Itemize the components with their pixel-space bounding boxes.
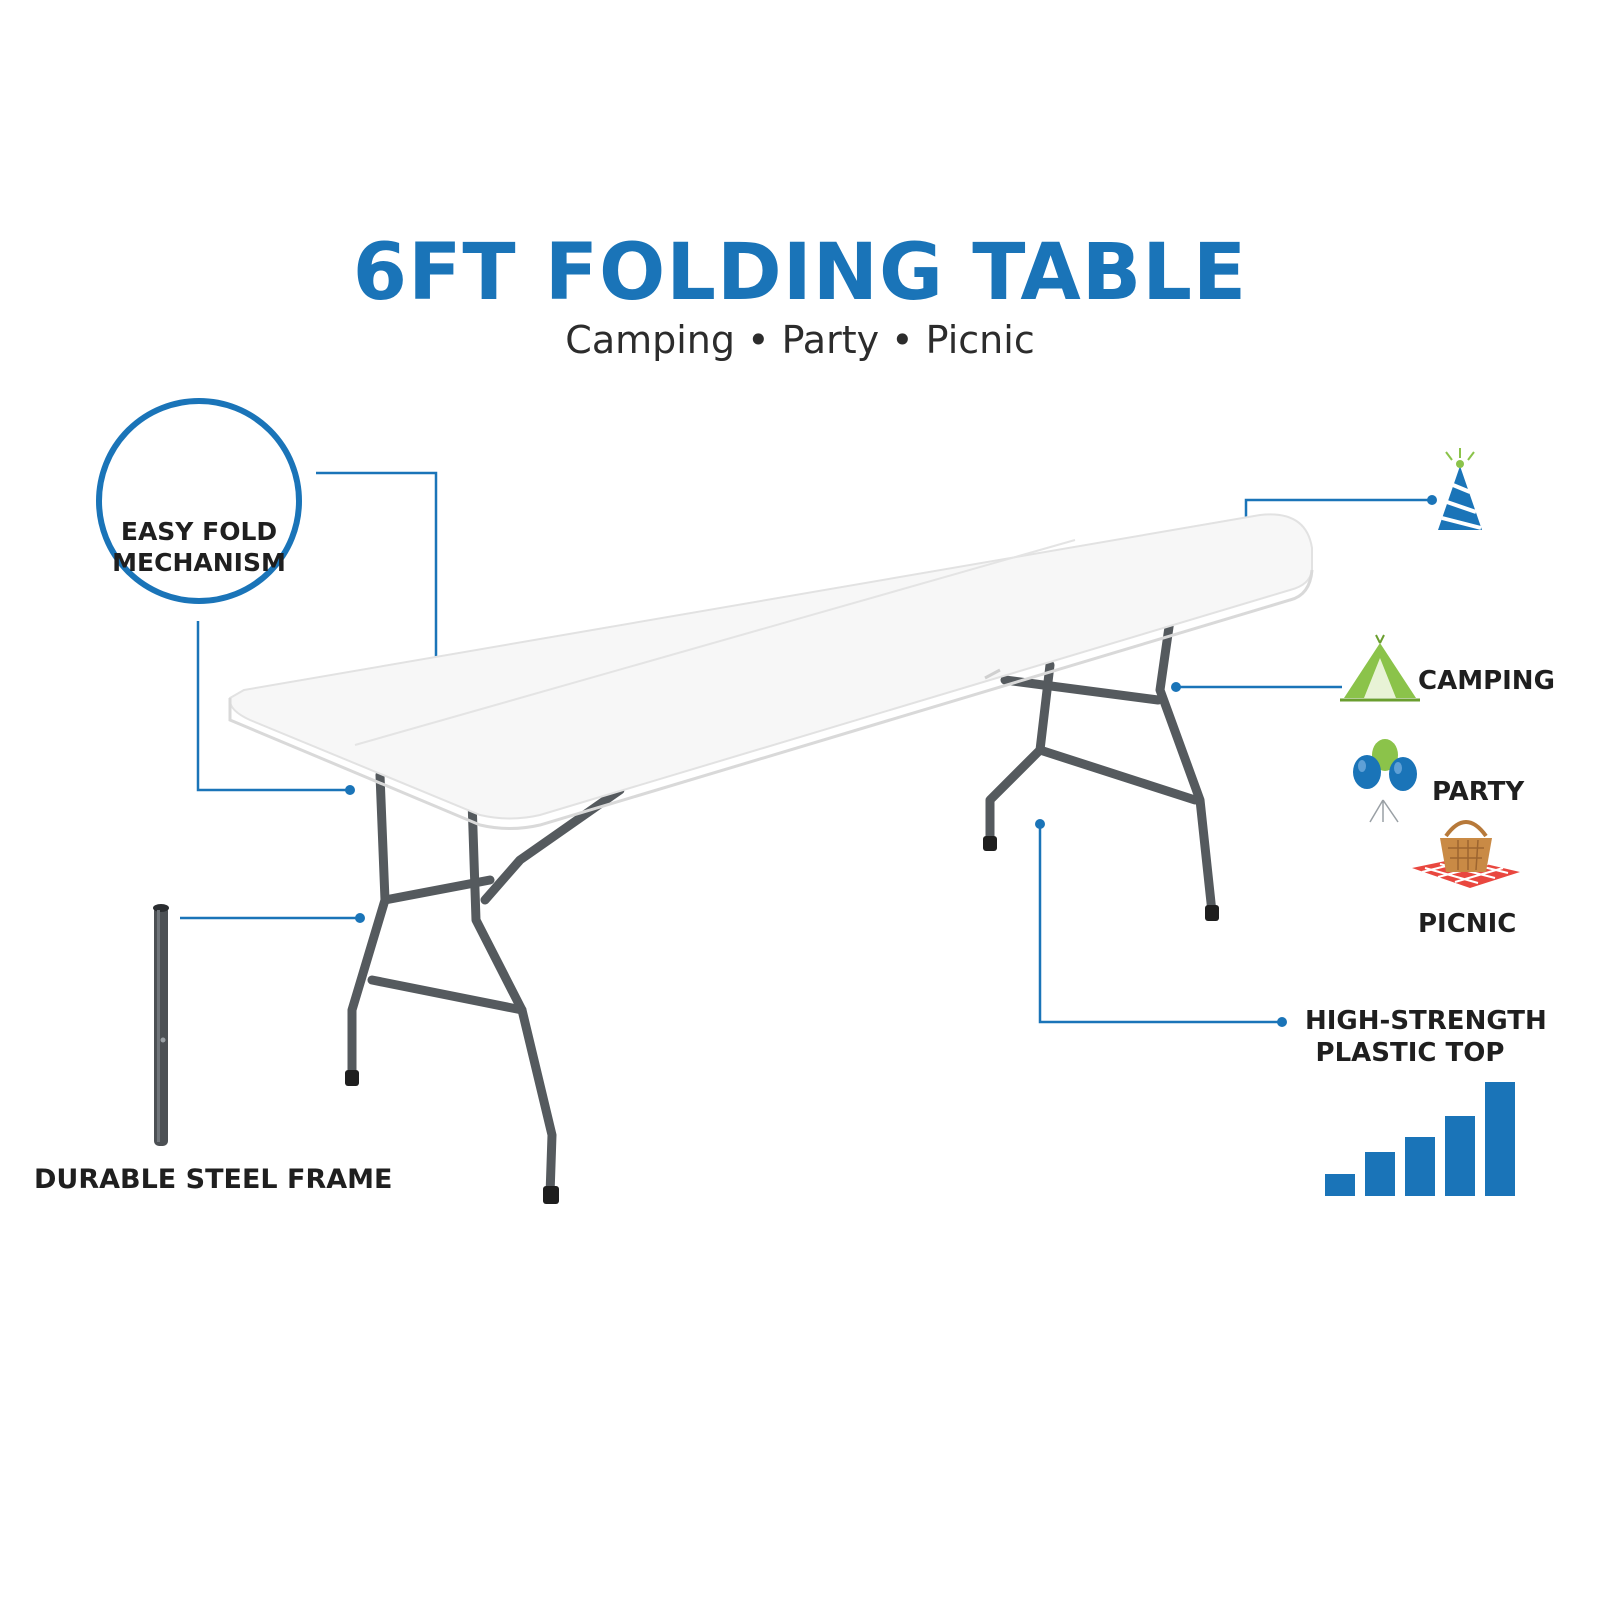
easy-fold-line-1: EASY FOLD xyxy=(120,517,278,546)
tent-icon xyxy=(1340,634,1420,702)
balloons-icon xyxy=(1353,739,1417,823)
easy-fold-badge: EASY FOLD MECHANISM xyxy=(96,398,302,604)
camping-label: CAMPING xyxy=(1418,666,1555,696)
table-top xyxy=(228,513,1314,830)
party-label: PARTY xyxy=(1432,777,1525,807)
callout-plastic-top xyxy=(1038,823,1282,1024)
plastic-top-line-2: PLASTIC TOP xyxy=(1315,1038,1505,1068)
callout-easy-fold-left xyxy=(196,621,350,792)
picnic-basket-icon xyxy=(1412,820,1520,888)
page-title: 6FT FOLDING TABLE xyxy=(352,228,1248,318)
steel-frame xyxy=(347,615,1217,1200)
picnic-label: PICNIC xyxy=(1418,909,1517,939)
plastic-top-label: HIGH-STRENGTH PLASTIC TOP xyxy=(1305,1005,1547,1069)
steel-frame-label: DURABLE STEEL FRAME xyxy=(34,1164,393,1195)
party-hat-icon xyxy=(1438,448,1482,530)
leg-feet xyxy=(345,836,1219,1204)
plastic-top-line-1: HIGH-STRENGTH xyxy=(1305,1006,1547,1036)
strength-bars-icon xyxy=(1325,1082,1515,1196)
easy-fold-label: EASY FOLD MECHANISM xyxy=(102,516,296,578)
easy-fold-line-2: MECHANISM xyxy=(112,548,286,577)
callout-easy-fold-top xyxy=(316,471,438,680)
page-subtitle: Camping • Party • Picnic xyxy=(565,318,1035,362)
steel-tube-icon xyxy=(153,904,169,1146)
